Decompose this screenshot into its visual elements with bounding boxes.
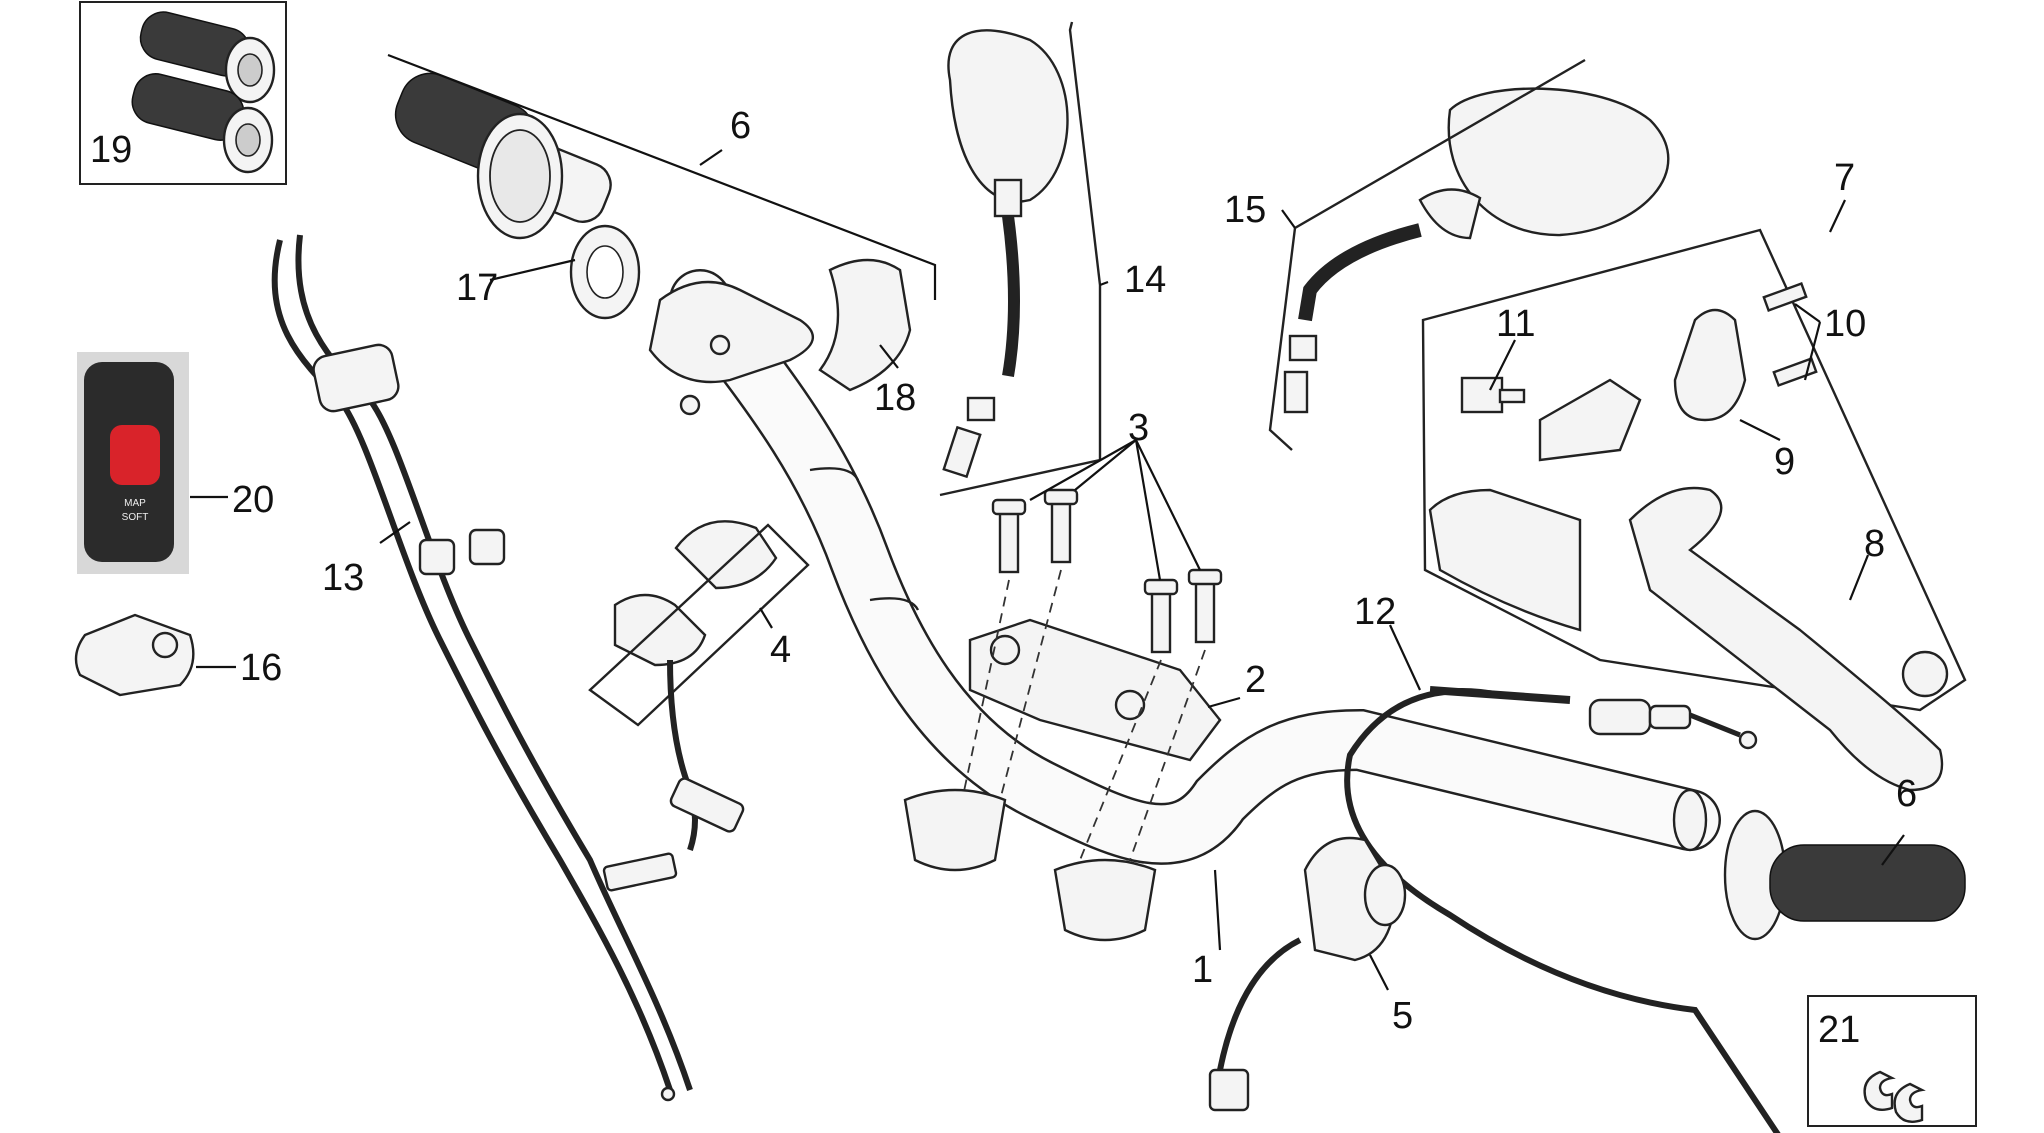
throttle-cables-13 (271, 234, 693, 1102)
switch-mark-bottom: SOFT (122, 512, 149, 523)
callout-5: 5 (1392, 995, 1413, 1037)
callout-12: 12 (1354, 591, 1396, 633)
callout-9: 9 (1774, 441, 1795, 483)
right-grip-6 (1723, 809, 1966, 941)
clutch-lever-8 (1628, 486, 1949, 792)
switch-16 (74, 613, 195, 697)
callout-8: 8 (1864, 523, 1885, 565)
switch-red-button (110, 425, 160, 485)
callout-4: 4 (770, 629, 791, 671)
kill-switch-assembly-4 (588, 520, 810, 851)
right-mirror-15 (1283, 87, 1670, 414)
callout-21: 21 (1818, 1009, 1860, 1051)
callout-labels: 1 2 3 4 5 6 6 7 8 9 10 11 12 13 14 15 16… (90, 105, 1917, 1051)
switch-photo-20: MAP SOFT (77, 352, 189, 574)
callout-7: 7 (1834, 157, 1855, 199)
callout-16: 16 (240, 647, 282, 689)
left-mirror-14 (942, 29, 1069, 479)
callout-6-left: 6 (730, 105, 751, 147)
lever-bracket-9 (1673, 308, 1747, 422)
screws-3 (959, 488, 1223, 861)
right-switch-5 (1208, 836, 1407, 1112)
callout-14: 14 (1124, 259, 1166, 301)
callout-3: 3 (1128, 407, 1149, 449)
callout-15: 15 (1224, 189, 1266, 231)
inset-clips-21 (1807, 995, 1977, 1127)
callout-1: 1 (1192, 949, 1213, 991)
sensor-11 (1460, 376, 1526, 414)
clutch-cable-12 (1344, 686, 1781, 1133)
callout-6-right: 6 (1896, 773, 1917, 815)
callout-2: 2 (1245, 659, 1266, 701)
callout-11: 11 (1496, 303, 1535, 345)
upper-clamp-2 (968, 618, 1222, 762)
callout-17: 17 (456, 267, 498, 309)
bolts-10 (1762, 282, 1818, 387)
grip-upper (139, 11, 276, 104)
callout-13: 13 (322, 557, 364, 599)
callout-18: 18 (874, 377, 916, 419)
left-grip-assembly (394, 72, 912, 416)
callout-10: 10 (1824, 303, 1866, 345)
grip-lower (131, 73, 274, 174)
callout-20: 20 (232, 479, 274, 521)
callout-19: 19 (90, 129, 132, 171)
lever-group-7 (1421, 228, 1967, 792)
handlebar-tube (669, 269, 1721, 865)
lower-clamps (903, 788, 1157, 942)
inset-grips-19 (79, 1, 287, 185)
leader-lines (190, 149, 1905, 991)
switch-mark-top: MAP (124, 498, 146, 509)
